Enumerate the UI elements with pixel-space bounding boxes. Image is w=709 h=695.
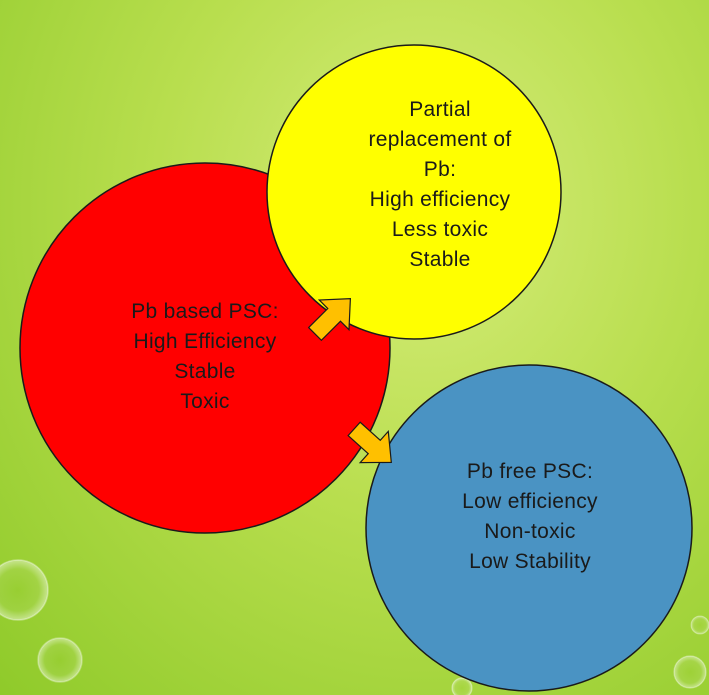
node-pb-free-label: Pb free PSC: Low efficiency Non-toxic Lo… <box>420 456 640 578</box>
arrow-right-icon <box>347 421 392 464</box>
node-pb-free-line-3: Non-toxic <box>484 520 576 543</box>
node-partial-replacement-circle <box>266 44 562 340</box>
node-partial-line-5: Less toxic <box>391 218 489 241</box>
node-partial-replacement-label: Partial replacement of Pb: High efficien… <box>330 94 550 276</box>
node-pb-free-line-2: Low efficiency <box>462 490 598 513</box>
node-partial-line-2: replacement of <box>368 128 512 151</box>
node-pb-based-line-3: Stable <box>174 360 236 383</box>
node-partial-line-6: Stable <box>409 248 471 271</box>
node-partial-line-1: Partial <box>409 98 471 121</box>
bubble-decoration <box>690 615 709 635</box>
node-pb-based-line-4: Toxic <box>180 390 230 413</box>
node-pb-based-label: Pb based PSC: High Efficiency Stable Tox… <box>95 296 315 418</box>
node-pb-free-circle <box>365 364 693 692</box>
bubble-decoration <box>673 655 707 689</box>
bubble-decoration <box>0 559 49 621</box>
node-pb-free-line-1: Pb free PSC: <box>466 460 594 483</box>
node-pb-free-line-4: Low Stability <box>469 550 591 573</box>
node-partial-line-3: Pb: <box>423 158 457 181</box>
node-pb-based-line-1: Pb based PSC: <box>131 300 279 323</box>
arrow-to-pb-free-group <box>347 421 392 464</box>
bubble-decoration <box>451 677 473 695</box>
arrow-to-partial-group <box>307 297 352 342</box>
node-pb-based-line-2: High Efficiency <box>133 330 277 353</box>
node-partial-line-4: High efficiency <box>369 188 511 211</box>
arrow-right-icon <box>307 297 352 342</box>
bubble-decoration <box>37 637 83 683</box>
decorative-bubbles <box>0 559 709 695</box>
